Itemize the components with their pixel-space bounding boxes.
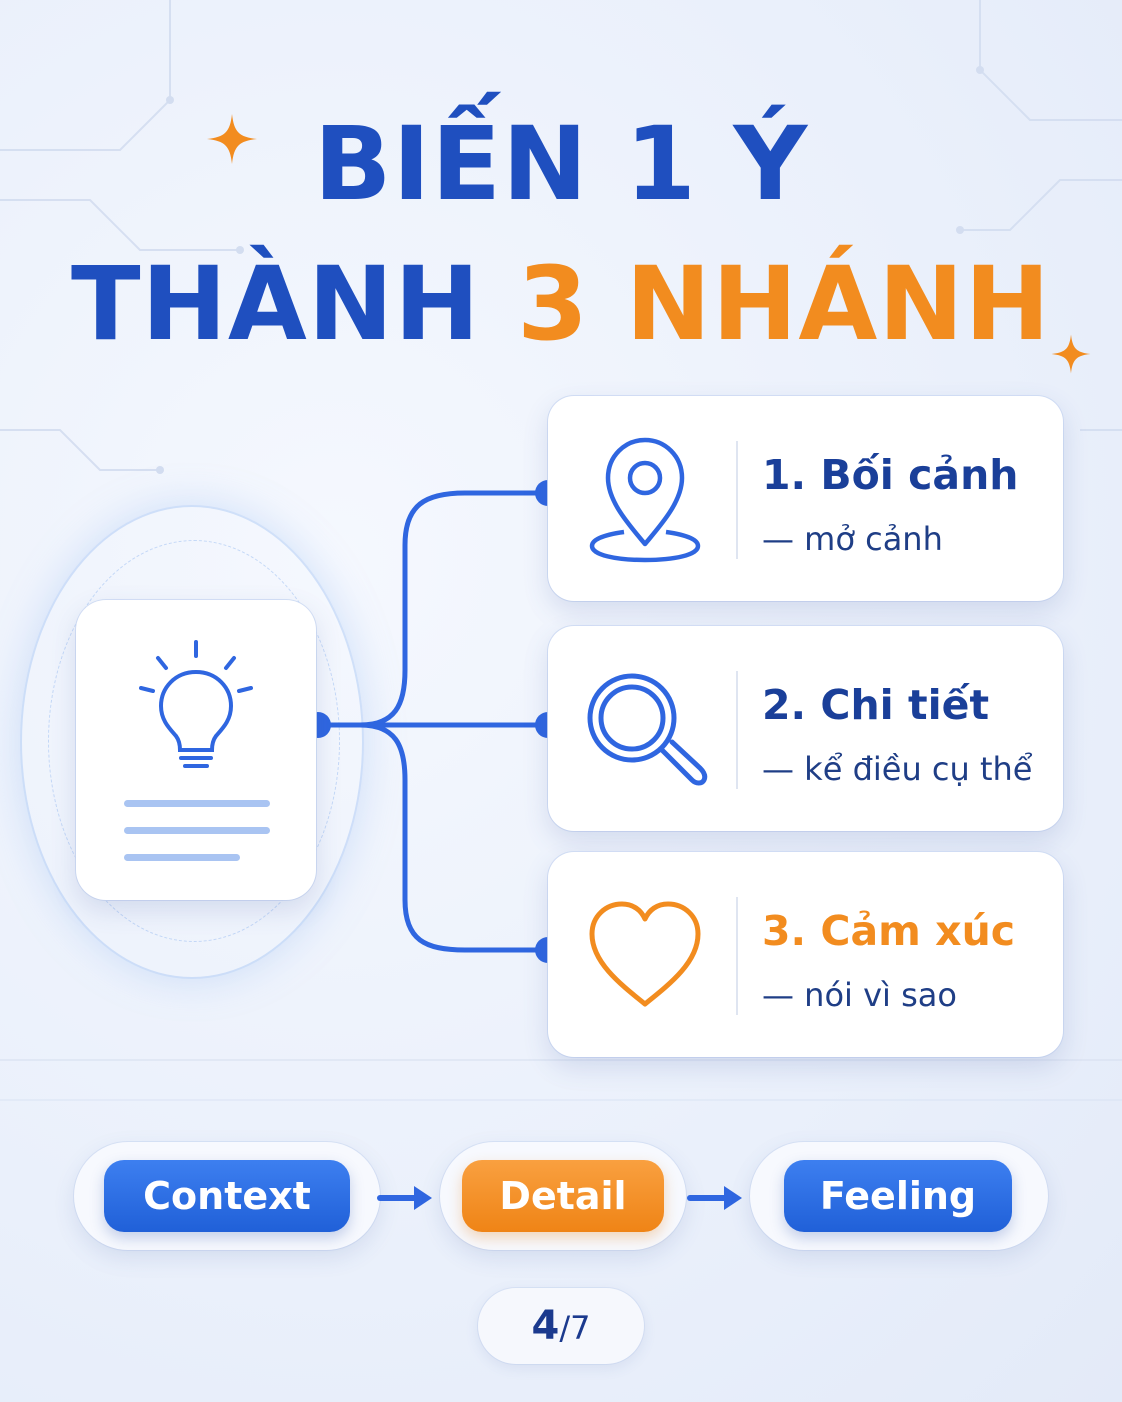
idea-card	[76, 600, 316, 900]
branch-subtitle: — mở cảnh	[762, 520, 943, 558]
text-line	[124, 827, 270, 834]
title-line-1: BIẾN 1 Ý	[313, 105, 809, 224]
feeling-pill: Feeling	[784, 1160, 1012, 1232]
sparkle-icon	[1051, 334, 1091, 374]
branch-subtitle: — nói vì sao	[762, 976, 957, 1014]
title-line-2: THÀNH 3 NHÁNH	[0, 235, 1122, 375]
arrow-right-icon	[377, 1186, 432, 1210]
sparkle-icon	[207, 114, 257, 164]
location-pin-icon	[589, 437, 701, 563]
text-line	[124, 800, 270, 807]
flow-pill-feeling: Feeling	[750, 1142, 1048, 1250]
lightbulb-icon	[139, 640, 253, 768]
title-accent: 3 NHÁNH	[517, 245, 1051, 364]
magnifier-icon	[587, 673, 708, 786]
divider	[736, 441, 738, 559]
arrow-right-icon	[687, 1186, 742, 1210]
page-title: BIẾN 1 Ý THÀNH 3 NHÁNH	[0, 95, 1122, 375]
text-line	[124, 854, 240, 861]
detail-pill: Detail	[462, 1160, 664, 1232]
divider	[736, 671, 738, 789]
branch-title: 2. Chi tiết	[762, 681, 990, 729]
page-total: /7	[559, 1309, 591, 1347]
branch-title: 1. Bối cảnh	[762, 451, 1019, 499]
branch-subtitle: — kể điều cụ thể	[762, 750, 1033, 788]
divider	[736, 897, 738, 1015]
heart-icon	[589, 901, 701, 1007]
branch-title: 3. Cảm xúc	[762, 907, 1016, 955]
flow-pill-context: Context	[74, 1142, 380, 1250]
title-line-2-prefix: THÀNH	[70, 245, 518, 364]
branch-card-feeling: 3. Cảm xúc — nói vì sao	[548, 852, 1063, 1057]
branch-card-detail: 2. Chi tiết — kể điều cụ thể	[548, 626, 1063, 831]
branch-card-context: 1. Bối cảnh — mở cảnh	[548, 396, 1063, 601]
context-pill: Context	[104, 1160, 350, 1232]
page-indicator: 4/7	[478, 1288, 644, 1364]
flow-pill-detail: Detail	[440, 1142, 686, 1250]
page-current: 4	[531, 1303, 560, 1349]
